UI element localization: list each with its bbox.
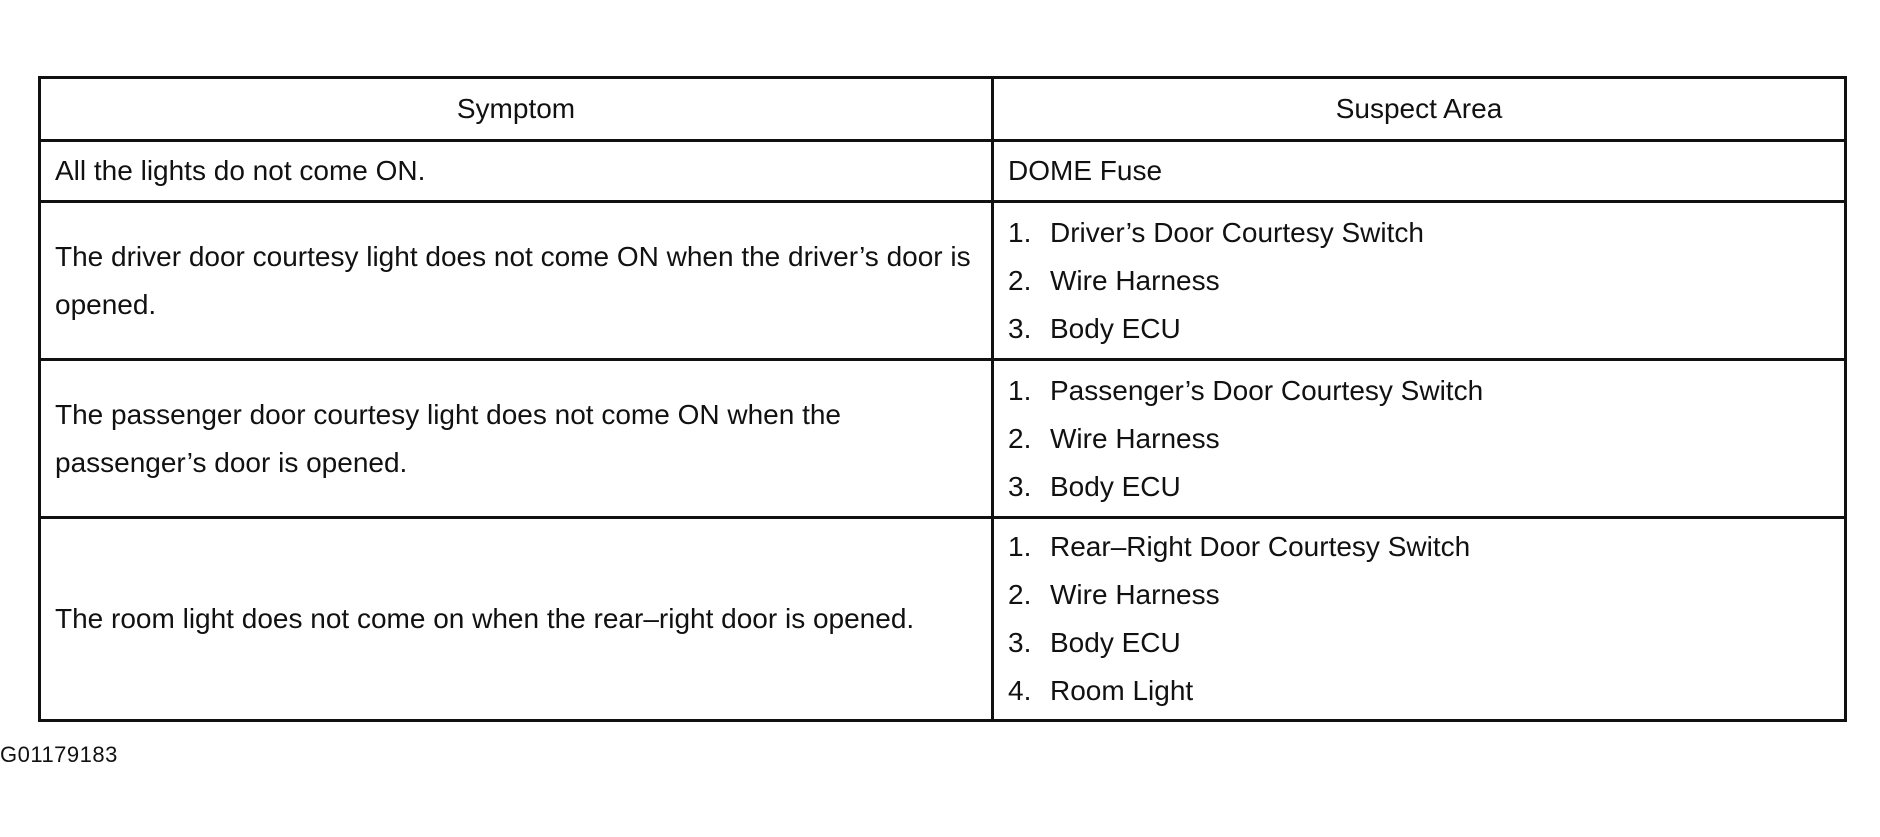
symptom-cell: The passenger door courtesy light does n… bbox=[38, 358, 994, 519]
suspect-item-number: 2. bbox=[1008, 264, 1032, 296]
header-row: Symptom Suspect Area bbox=[38, 76, 1847, 142]
suspect-list: 1. Rear–Right Door Courtesy Switch 2. Wire… bbox=[1008, 523, 1830, 715]
suspect-list: 1. Driver’s Door Courtesy Switch 2. Wire H… bbox=[1008, 209, 1830, 353]
suspect-item-number: 1. bbox=[1008, 531, 1032, 562]
suspect-item: 3. Body ECU bbox=[1008, 305, 1830, 353]
suspect-item: 3. Body ECU bbox=[1008, 463, 1830, 511]
suspect-item-text: Room Light bbox=[1050, 675, 1194, 706]
suspect-item-number: 1. bbox=[1008, 216, 1032, 248]
suspect-cell: 1. Passenger’s Door Courtesy Switch 2. Wir… bbox=[991, 358, 1847, 519]
suspect-list: 1. Passenger’s Door Courtesy Switch 2. Wir… bbox=[1008, 367, 1830, 511]
suspect-item-number: 3. bbox=[1008, 312, 1032, 344]
suspect-item-number: 4. bbox=[1008, 675, 1032, 706]
suspect-item-text: Driver’s Door Courtesy Switch bbox=[1050, 216, 1424, 248]
suspect-item-number: 2. bbox=[1008, 422, 1032, 454]
suspect-item: 2. Wire Harness bbox=[1008, 415, 1830, 463]
suspect-item-text: Body ECU bbox=[1050, 312, 1181, 344]
suspect-item-text: Wire Harness bbox=[1050, 264, 1220, 296]
suspect-item-number: 3. bbox=[1008, 627, 1032, 658]
suspect-item: 1. Passenger’s Door Courtesy Switch bbox=[1008, 367, 1830, 415]
symptom-cell: The room light does not come on when the… bbox=[38, 516, 994, 722]
suspect-item-text: DOME Fuse bbox=[1008, 155, 1163, 186]
suspect-item-text: Body ECU bbox=[1050, 470, 1181, 502]
suspect-item-text: Wire Harness bbox=[1050, 422, 1220, 454]
suspect-item-text: Rear–Right Door Courtesy Switch bbox=[1050, 531, 1471, 562]
table-row: All the lights do not come ON. DOME Fuse bbox=[38, 139, 1847, 203]
table-row: The passenger door courtesy light does n… bbox=[38, 358, 1847, 519]
header-suspect-area: Suspect Area bbox=[991, 76, 1847, 142]
suspect-cell: 1. Driver’s Door Courtesy Switch 2. Wire H… bbox=[991, 200, 1847, 361]
troubleshooting-table-container: Symptom Suspect Area All the lights do n… bbox=[38, 76, 1847, 722]
header-symptom: Symptom bbox=[38, 76, 994, 142]
suspect-item-number: 1. bbox=[1008, 374, 1032, 406]
suspect-item: 2. Wire Harness bbox=[1008, 257, 1830, 305]
suspect-item-text: Wire Harness bbox=[1050, 579, 1220, 610]
suspect-item: 1. Driver’s Door Courtesy Switch bbox=[1008, 209, 1830, 257]
suspect-cell: DOME Fuse bbox=[991, 139, 1847, 203]
symptom-cell: The driver door courtesy light does not … bbox=[38, 200, 994, 361]
suspect-item-number: 2. bbox=[1008, 579, 1032, 610]
suspect-item: 1. Rear–Right Door Courtesy Switch bbox=[1008, 523, 1830, 571]
suspect-item-text: Passenger’s Door Courtesy Switch bbox=[1050, 374, 1484, 406]
suspect-item: 4. Room Light bbox=[1008, 667, 1830, 715]
table-row: The driver door courtesy light does not … bbox=[38, 200, 1847, 361]
suspect-item: 2. Wire Harness bbox=[1008, 571, 1830, 619]
figure-id-label: G01179183 bbox=[0, 742, 118, 767]
suspect-item-text: Body ECU bbox=[1050, 627, 1181, 658]
suspect-item: 3. Body ECU bbox=[1008, 619, 1830, 667]
suspect-item-number: 3. bbox=[1008, 470, 1032, 502]
table-row: The room light does not come on when the… bbox=[38, 516, 1847, 722]
suspect-cell: 1. Rear–Right Door Courtesy Switch 2. Wire… bbox=[991, 516, 1847, 722]
symptom-cell: All the lights do not come ON. bbox=[38, 139, 994, 203]
symptom-table: Symptom Suspect Area All the lights do n… bbox=[38, 76, 1847, 722]
